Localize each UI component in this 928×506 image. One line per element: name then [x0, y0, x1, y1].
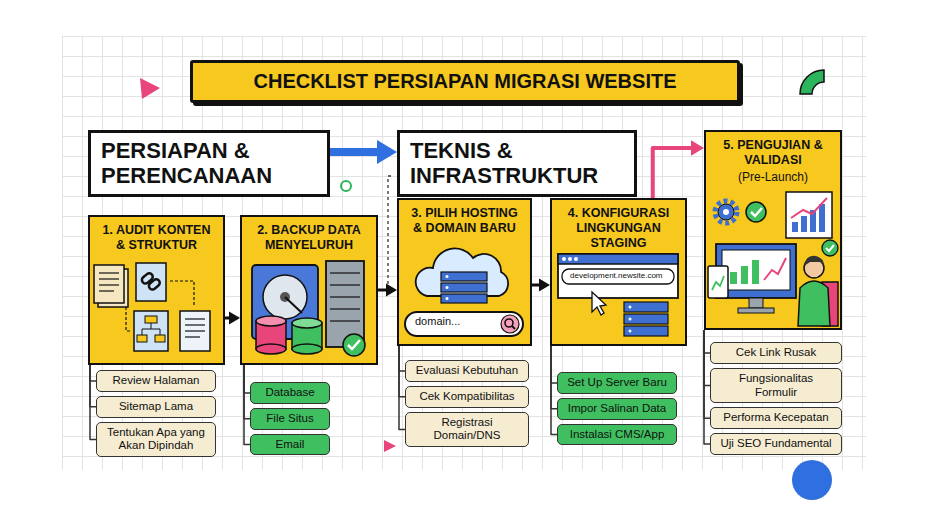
arrow-head [386, 283, 397, 296]
checklist-item: Sitemap Lama [96, 396, 216, 418]
flow-arrow [330, 140, 397, 164]
node-heading: 2. BACKUP DATA MENYELURUH [249, 223, 369, 253]
checklist-item: Fungsionalitas Formulir [710, 368, 842, 404]
node-heading: File Situs [257, 412, 323, 426]
checklist-item: Cek Kompatibilitas [405, 386, 529, 408]
checklist-item: Email [250, 434, 330, 456]
node-heading: Instalasi CMS/App [564, 428, 670, 442]
connector-line [653, 148, 694, 198]
node-heading: Uji SEO Fundamental [717, 437, 835, 451]
checklist-item: Set Up Server Baru [557, 372, 677, 394]
checklist-item: Performa Kecepatan [710, 407, 842, 429]
step-box: 5. PENGUJIAN & VALIDASI (Pre-Launch) [704, 130, 842, 330]
step-box: 1. AUDIT KONTEN & STRUKTUR [88, 215, 225, 365]
node-heading: Sitemap Lama [103, 400, 209, 414]
checklist-item: Registrasi Domain/DNS [405, 412, 529, 448]
node-heading: Review Halaman [103, 374, 209, 388]
flow-arrow [378, 283, 397, 296]
checklist-item: Cek Link Rusak [710, 342, 842, 364]
bracket-line [244, 365, 250, 444]
arrow-head [377, 140, 397, 164]
arrow-head [229, 311, 240, 324]
flow-arrow [225, 311, 240, 324]
checklist-item: Database [250, 382, 330, 404]
flow-arrow [653, 140, 704, 198]
node-heading: Registrasi Domain/DNS [412, 416, 522, 444]
node-heading: Database [257, 386, 323, 400]
diagram-title: CHECKLIST PERSIAPAN MIGRASI WEBSITE [190, 60, 740, 103]
node-heading: Cek Link Rusak [717, 346, 835, 360]
node-heading: Evaluasi Kebutuhan [412, 364, 522, 378]
node-heading: Set Up Server Baru [564, 376, 670, 390]
connector-line [551, 346, 557, 434]
checklist-item: Instalasi CMS/App [557, 424, 677, 446]
node-heading: 1. AUDIT KONTEN & STRUKTUR [97, 223, 216, 253]
checklist-item: Uji SEO Fundamental [710, 433, 842, 455]
connector-line [244, 365, 250, 444]
checklist-item: Review Halaman [96, 370, 216, 392]
node-heading: Impor Salinan Data [564, 402, 670, 416]
checklist-item: Evaluasi Kebutuhan [405, 360, 529, 382]
step-box: 4. KONFIGURASI LINGKUNGAN STAGING develop… [550, 198, 687, 346]
bracket-line [551, 346, 557, 434]
node-heading: Cek Kompatibilitas [412, 390, 522, 404]
checklist-item: Impor Salinan Data [557, 398, 677, 420]
step-box: 3. PILIH HOSTING & DOMAIN BARU domain... [397, 198, 532, 346]
node-subtitle: (Pre-Launch) [713, 170, 833, 184]
url-text: development.newsite.com [570, 271, 663, 280]
flow-arrow [532, 278, 550, 291]
node-heading: PERSIAPAN & PERENCANAAN [101, 139, 317, 188]
arrow-head [539, 278, 550, 291]
search-text: domain... [415, 315, 460, 327]
node-heading: Tentukan Apa yang Akan Dipindah [103, 426, 209, 454]
node-heading: 3. PILIH HOSTING & DOMAIN BARU [406, 206, 523, 236]
node-heading: 4. KONFIGURASI LINGKUNGAN STAGING [559, 206, 678, 250]
connector-line [330, 148, 381, 156]
node-heading: Performa Kecepatan [717, 411, 835, 425]
node-heading: 5. PENGUJIAN & VALIDASI [713, 138, 833, 168]
arrow-head [691, 140, 704, 156]
checklist-item: Tentukan Apa yang Akan Dipindah [96, 422, 216, 458]
section-header: PERSIAPAN & PERENCANAAN [88, 130, 330, 197]
node-heading: Email [257, 438, 323, 452]
node-heading: TEKNIS & INFRASTRUKTUR [410, 139, 624, 188]
step-box: 2. BACKUP DATA MENYELURUH [240, 215, 378, 365]
node-heading: Fungsionalitas Formulir [717, 372, 835, 400]
checklist-item: File Situs [250, 408, 330, 430]
section-header: TEKNIS & INFRASTRUKTUR [397, 130, 637, 197]
